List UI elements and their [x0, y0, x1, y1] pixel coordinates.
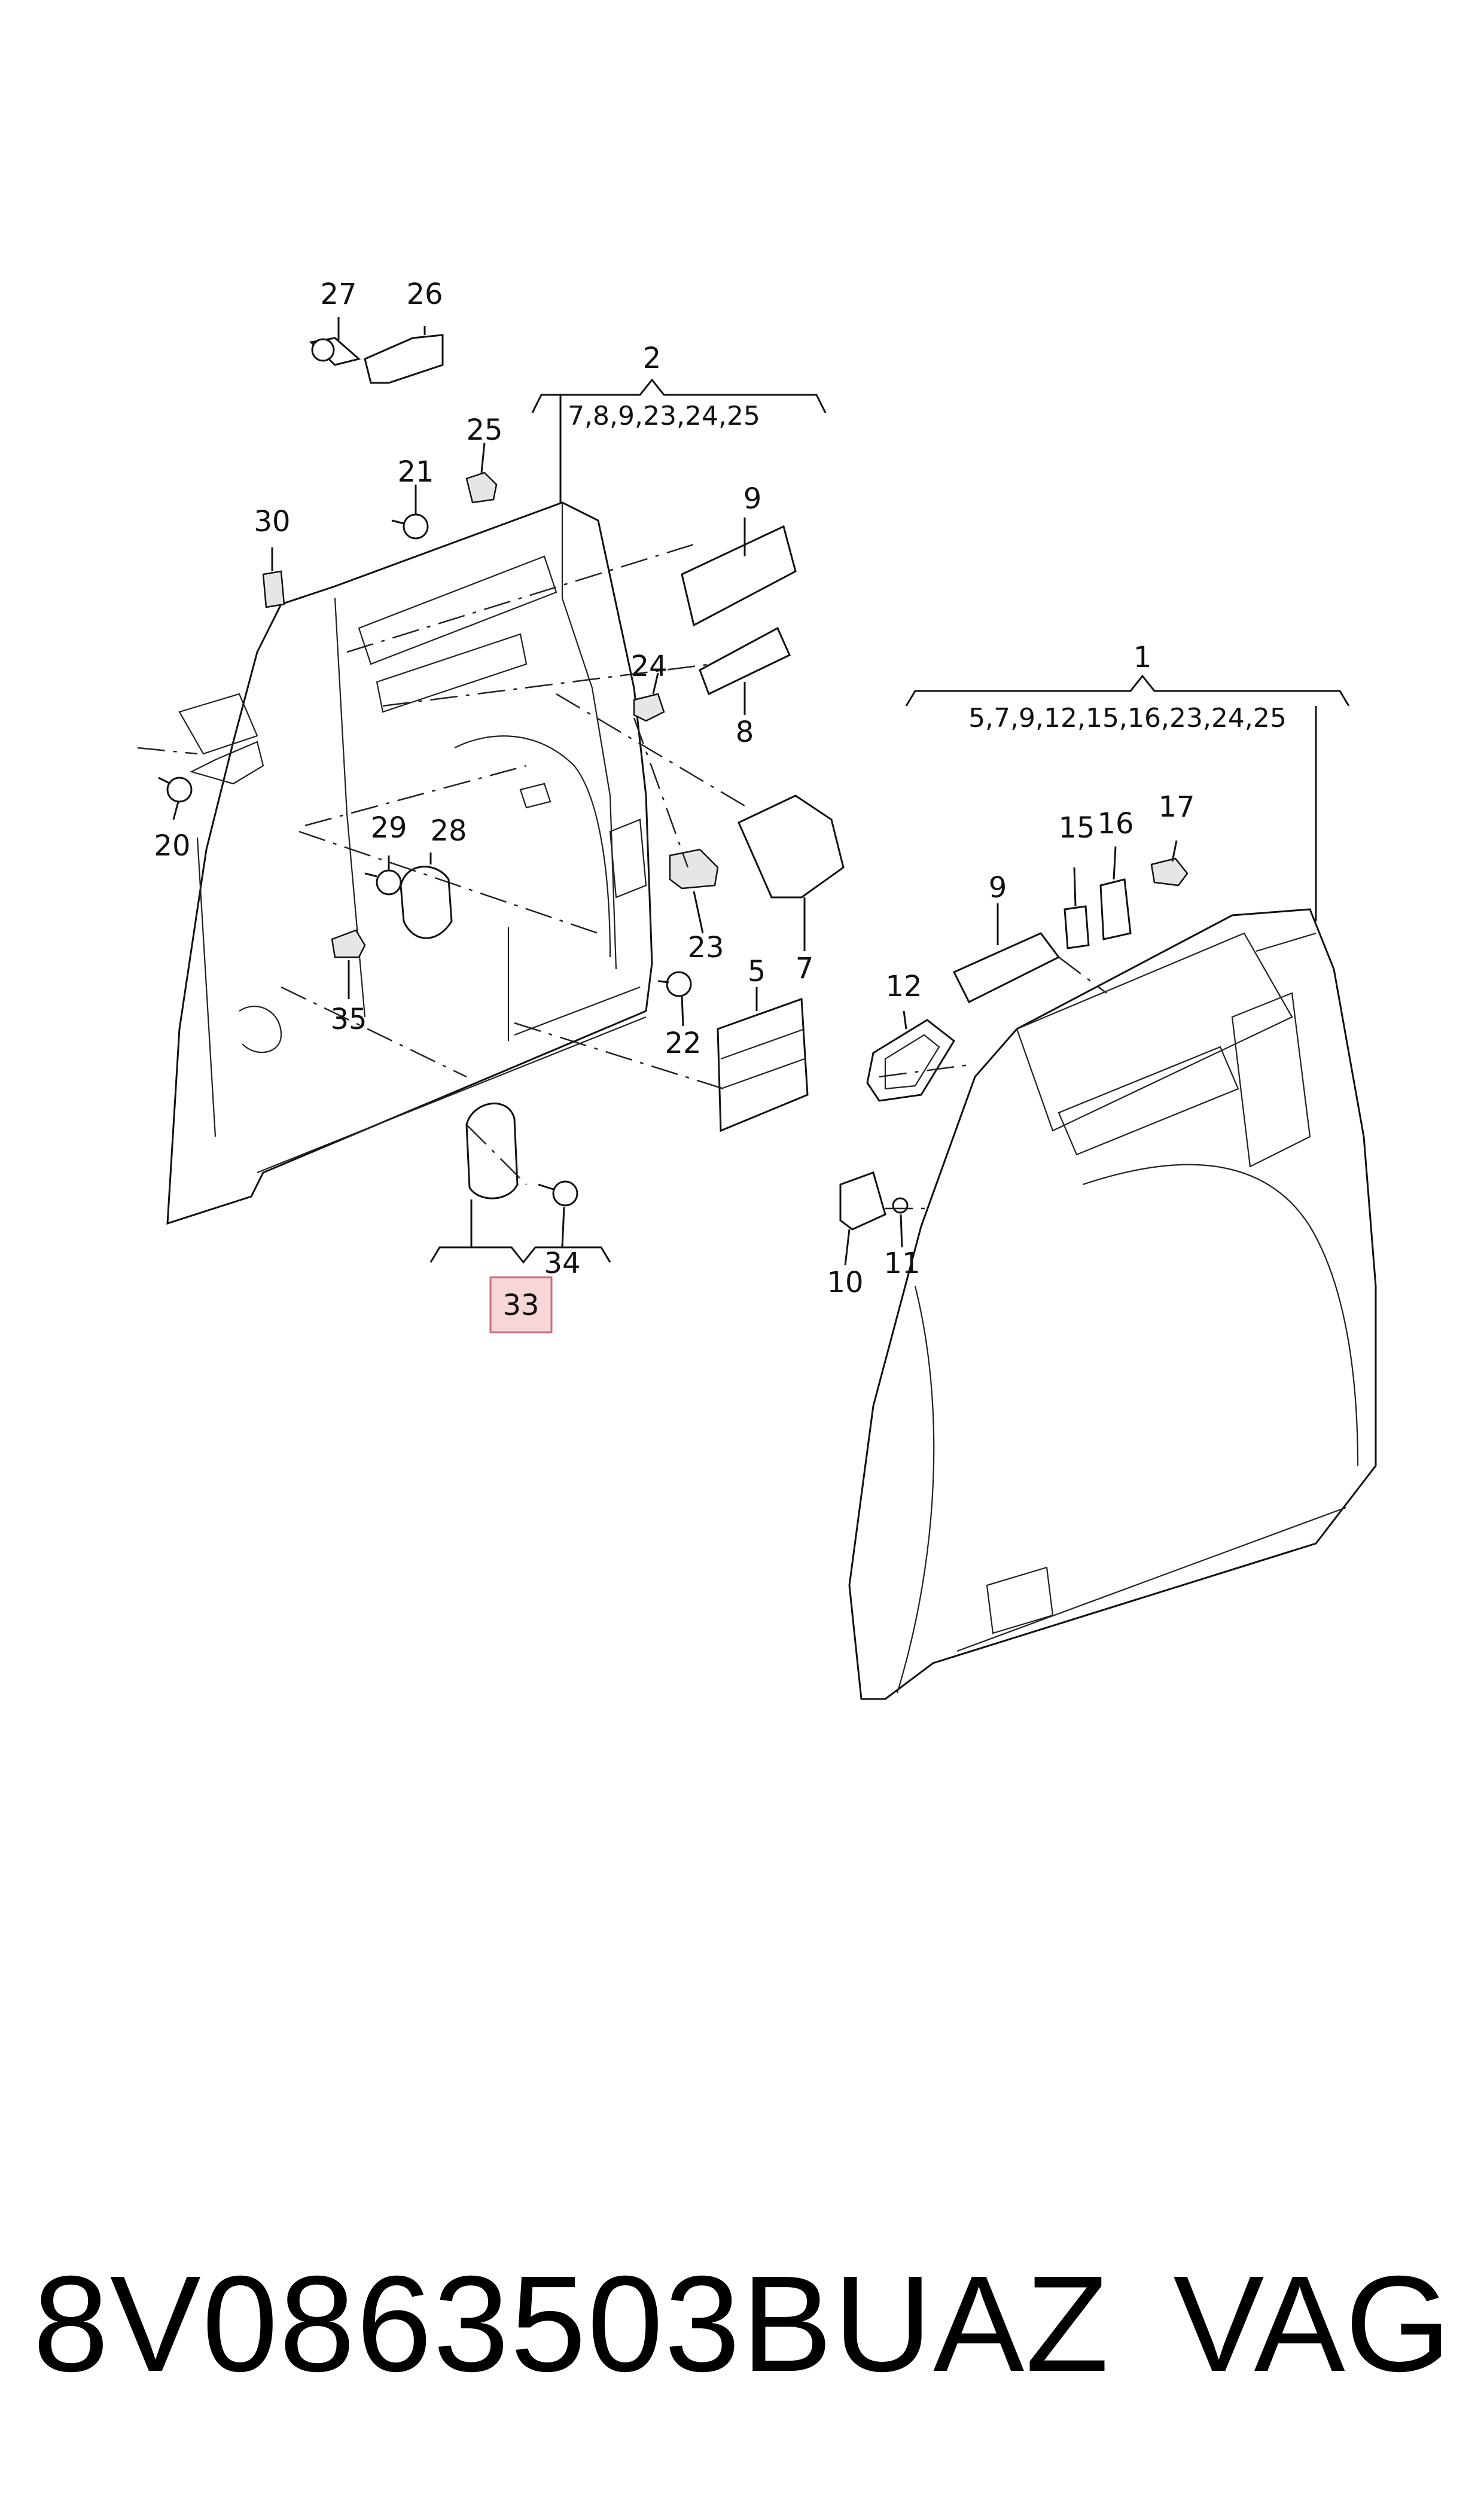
group-2-contents: 7,8,9,23,24,25: [568, 401, 760, 431]
callout-9-right: 9: [989, 871, 1007, 905]
callout-10: 10: [827, 1266, 863, 1299]
brand-label: VAG: [1173, 2248, 1451, 2400]
part-20-screw: [158, 777, 193, 803]
part-27-screw: [309, 337, 361, 366]
callout-labels: 27 26 2 7,8,9,23,24,25 25 21 30 9 24 8 1…: [154, 278, 1286, 1322]
part-28-cap: [400, 866, 453, 939]
callout-12: 12: [885, 970, 922, 1003]
callout-20: 20: [154, 829, 190, 863]
footer: 8V0863503BUAZ VAG: [0, 2246, 1484, 2402]
highlight-box-33: [489, 1276, 553, 1333]
callout-2: 2: [643, 342, 662, 375]
callout-23: 23: [687, 931, 724, 964]
callout-9-left: 9: [743, 482, 762, 516]
part-30-clip: [262, 570, 285, 608]
callout-24: 24: [630, 650, 667, 683]
callout-27: 27: [320, 278, 356, 311]
part-8-cover: [699, 626, 791, 696]
part-5-grille: [717, 997, 809, 1132]
callout-8: 8: [736, 715, 754, 749]
dash-dot-lines: [137, 543, 1107, 1210]
part-12-frame: [866, 1019, 955, 1102]
right-side-trim-panel: [848, 908, 1377, 1700]
callout-21: 21: [397, 455, 434, 489]
part-25-clip: [465, 471, 498, 504]
callout-7: 7: [796, 952, 814, 985]
part-9-cover-right: [952, 932, 1061, 1004]
part-21-screw: [391, 513, 429, 540]
part-number: 8V0863503BUAZ: [33, 2248, 1110, 2400]
callout-5: 5: [748, 955, 766, 988]
callout-35: 35: [330, 1003, 367, 1036]
part-9-cover-left: [681, 525, 797, 627]
parts-diagram: 27 26 2 7,8,9,23,24,25 25 21 30 9 24 8 1…: [137, 278, 1377, 1700]
part-10-lamp: [839, 1171, 886, 1231]
part-17-clip: [1150, 857, 1189, 887]
part-23-clip: [669, 848, 719, 890]
callout-11: 11: [883, 1247, 920, 1280]
leader-lines: [172, 317, 1350, 1266]
callout-25: 25: [466, 413, 502, 447]
part-26-bracket: [364, 334, 444, 384]
callout-22: 22: [665, 1027, 701, 1060]
callout-1: 1: [1133, 641, 1152, 674]
callout-17: 17: [1158, 790, 1194, 824]
part-24-clip: [633, 693, 665, 722]
callout-33: 33: [502, 1289, 539, 1322]
part-15-clip: [1064, 905, 1090, 949]
part-11-washer: [892, 1197, 909, 1214]
callout-34: 34: [544, 1247, 580, 1280]
left-side-trim-panel: [166, 501, 653, 1225]
callout-15: 15: [1058, 811, 1095, 845]
part-16-clip: [1099, 878, 1132, 940]
part-35-clip: [331, 929, 366, 958]
callout-26: 26: [406, 278, 443, 311]
part-7-pocket: [738, 794, 845, 899]
callout-28: 28: [430, 814, 467, 848]
part-34-screw: [538, 1180, 578, 1207]
part-22-screw: [657, 971, 692, 997]
callout-16: 16: [1097, 807, 1133, 841]
callout-30: 30: [254, 505, 290, 538]
callout-29: 29: [370, 811, 407, 845]
group-1-contents: 5,7,9,12,15,16,23,24,25: [968, 703, 1287, 733]
